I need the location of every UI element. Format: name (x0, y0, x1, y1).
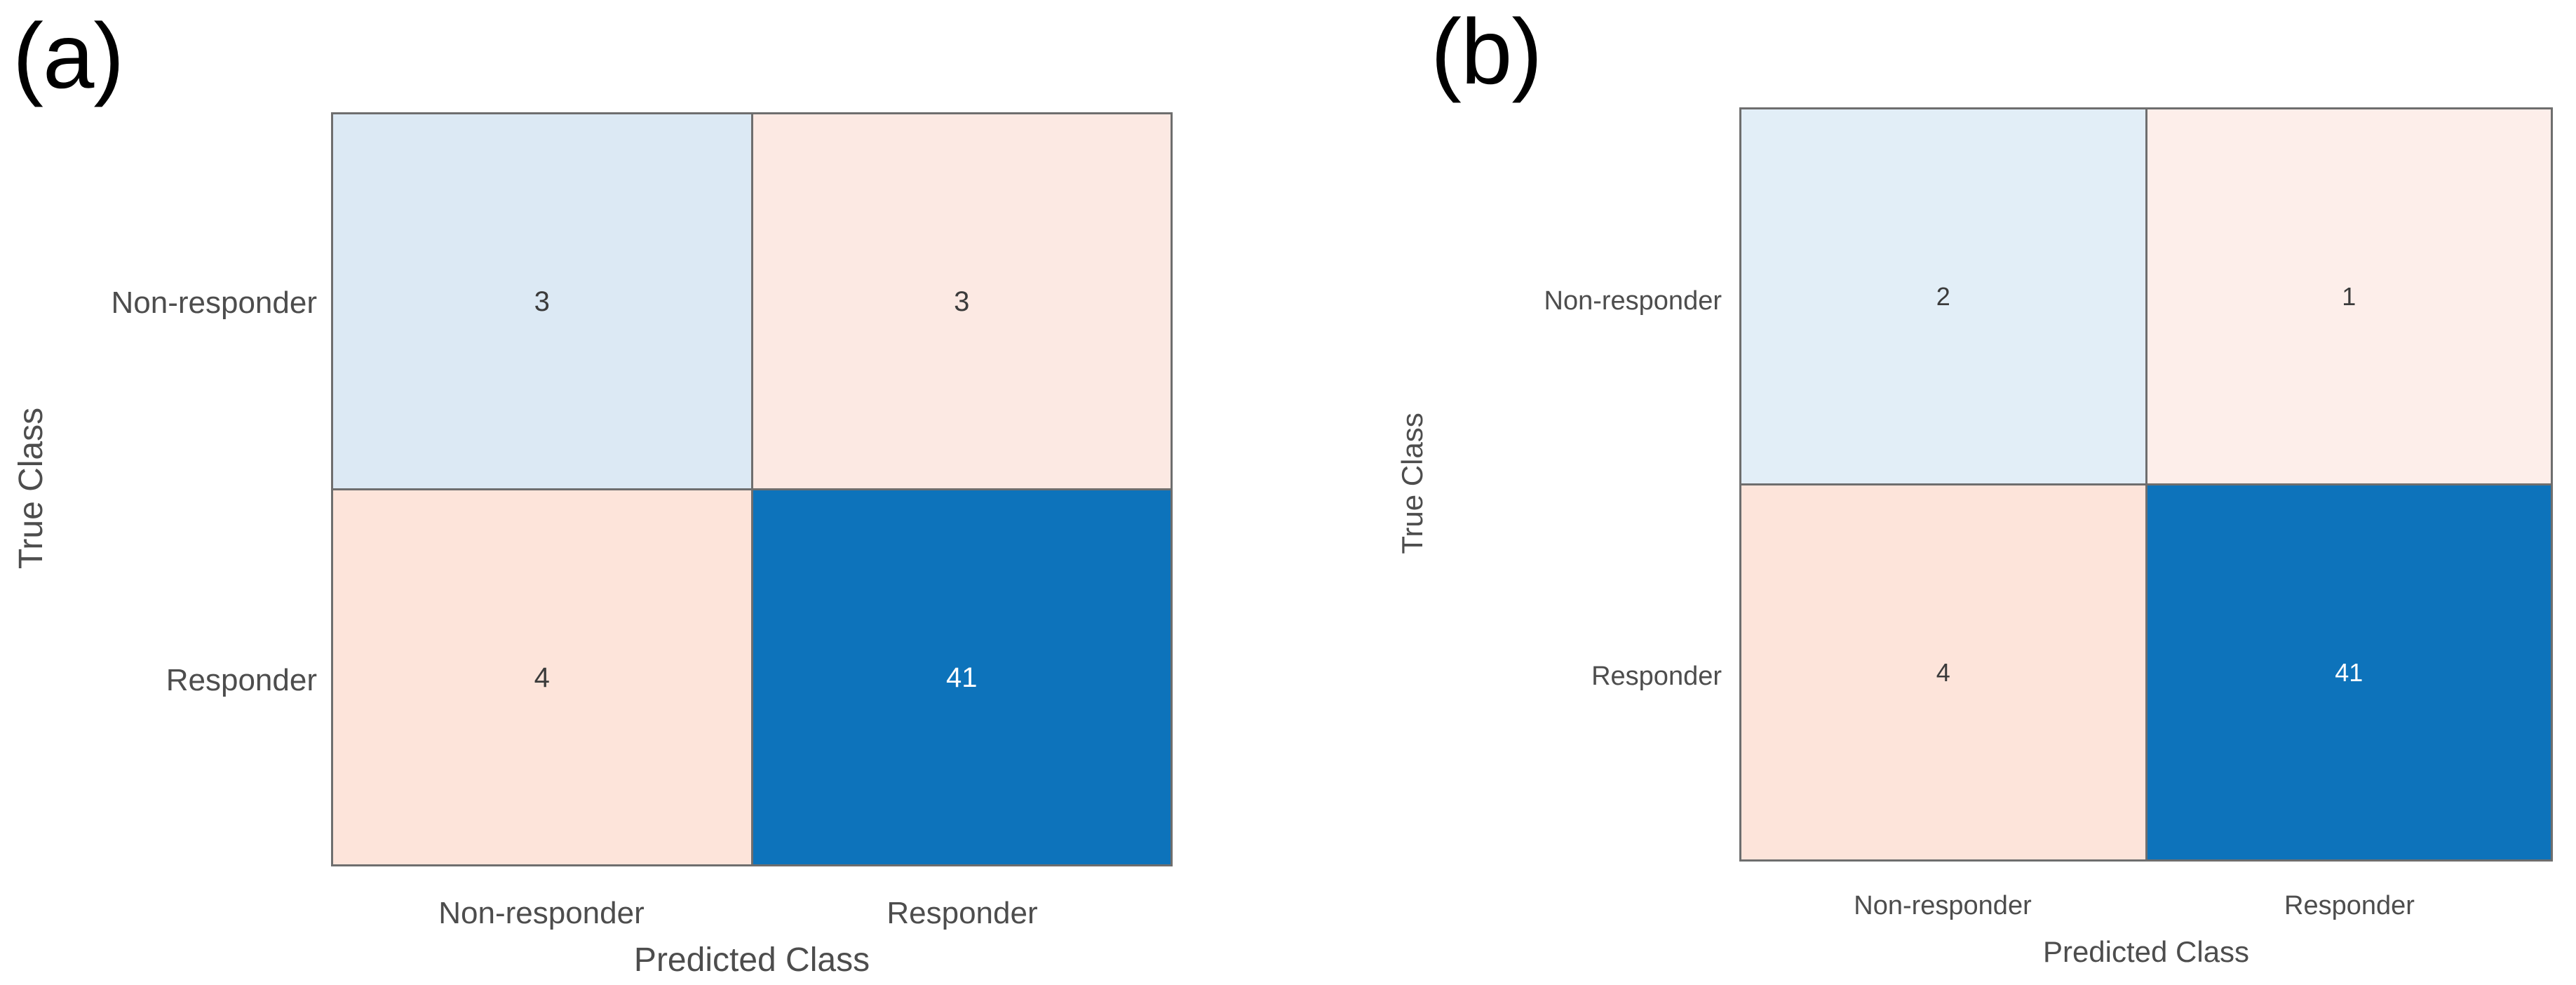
panel-a-confusion-matrix: 3 3 4 41 (331, 112, 1173, 866)
panel-a-cell-value-01: 3 (954, 286, 970, 317)
panel-a-letter: (a) (13, 4, 124, 107)
panel-a-ytick-non-responder: Non-responder (111, 286, 318, 320)
panel-b-cell-true-responder-pred-responder[interactable]: 41 (2147, 485, 2551, 859)
panel-a-xtick-non-responder: Non-responder (438, 896, 645, 930)
panel-a-xtick-responder: Responder (886, 896, 1038, 930)
panel-a: (a) 3 3 4 41 Non-responder Responder Non… (13, 4, 1173, 979)
panel-b-y-axis-label: True Class (1396, 413, 1429, 554)
panel-a-cell-true-responder-pred-responder[interactable]: 41 (753, 490, 1171, 864)
panel-b-x-axis-label: Predicted Class (2042, 935, 2250, 968)
panel-b-cell-true-nonresponder-pred-responder[interactable]: 1 (2147, 109, 2551, 483)
panel-b-cell-true-nonresponder-pred-nonresponder[interactable]: 2 (1741, 109, 2145, 483)
panel-b-cell-value-11: 41 (2335, 657, 2363, 687)
panel-b-xtick-non-responder: Non-responder (1854, 891, 2032, 920)
panel-b: (b) 2 1 4 41 Non-responder Responder Non… (1290, 0, 2576, 985)
panel-b-cell-true-responder-pred-nonresponder[interactable]: 4 (1741, 485, 2145, 859)
panel-a-ytick-responder: Responder (166, 663, 317, 697)
panel-a-cell-true-nonresponder-pred-nonresponder[interactable]: 3 (333, 114, 751, 488)
panel-a-x-axis-label: Predicted Class (633, 942, 870, 979)
panel-b-ytick-responder: Responder (1591, 662, 1722, 691)
panel-b-letter: (b) (1431, 0, 1542, 103)
panel-b-cell-value-00: 2 (1936, 281, 1950, 311)
panel-a-cell-true-nonresponder-pred-responder[interactable]: 3 (753, 114, 1171, 488)
panel-b-cell-value-01: 1 (2342, 281, 2356, 311)
panel-b-confusion-matrix: 2 1 4 41 (1739, 107, 2553, 862)
panel-b-ytick-non-responder: Non-responder (1544, 286, 1722, 316)
panel-a-cell-value-11: 41 (946, 662, 978, 693)
panel-a-cell-true-responder-pred-nonresponder[interactable]: 4 (333, 490, 751, 864)
panel-b-cell-value-10: 4 (1936, 657, 1950, 687)
panel-a-cell-value-00: 3 (534, 286, 550, 317)
panel-a-cell-value-10: 4 (534, 662, 550, 693)
panel-a-y-axis-label: True Class (13, 407, 50, 570)
panel-b-xtick-responder: Responder (2284, 891, 2415, 920)
